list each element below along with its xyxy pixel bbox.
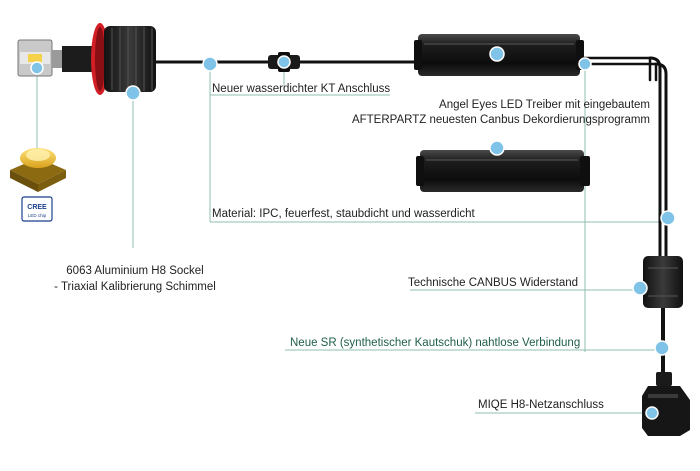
- label-socket-line2: - Triaxial Kalibrierung Schimmel: [54, 281, 216, 293]
- cree-badge: CREE LED chip: [21, 196, 53, 222]
- dot-kt: [277, 55, 291, 69]
- driver-box-secondary: [416, 150, 590, 192]
- label-material: Material: IPC, feuerfest, staubdicht und…: [212, 208, 475, 220]
- dot-wire: [202, 56, 218, 72]
- label-kt-connector: Neuer wasserdichter KT Anschluss: [212, 83, 391, 95]
- label-socket-line1: 6063 Aluminium H8 Sockel: [66, 265, 204, 277]
- dot-material: [660, 210, 676, 226]
- h8-plug: [642, 372, 690, 436]
- dot-canbus: [632, 280, 648, 296]
- dot-driver-end: [578, 57, 592, 71]
- led-chip-illustration: [10, 148, 66, 192]
- dot-sr: [654, 340, 670, 356]
- label-canbus-resistor: Technische CANBUS Widerstand: [408, 277, 579, 289]
- label-h8-plug: MIQE H8-Netzanschluss: [478, 399, 604, 411]
- dot-h8: [645, 406, 659, 420]
- dot-driver-secondary: [489, 140, 505, 156]
- callout-dots: [30, 46, 676, 420]
- cree-badge-sub: LED chip: [28, 213, 47, 218]
- dot-socket: [125, 85, 141, 101]
- wiring: [153, 56, 668, 382]
- label-driver-line2: AFTERPARTZ neuesten Canbus Dekordierungs…: [351, 114, 650, 126]
- label-driver-line1: Angel Eyes LED Treiber mit eingebautem: [439, 99, 650, 111]
- cree-badge-brand: CREE: [27, 204, 47, 211]
- label-sr-joint: Neue SR (synthetischer Kautschuk) nahtlo…: [290, 337, 581, 349]
- dot-led: [30, 61, 44, 75]
- callout-lines: [36, 62, 668, 414]
- dot-driver-main: [489, 46, 505, 62]
- h8-bulb-socket: [17, 23, 156, 95]
- canbus-resistor: [643, 256, 683, 308]
